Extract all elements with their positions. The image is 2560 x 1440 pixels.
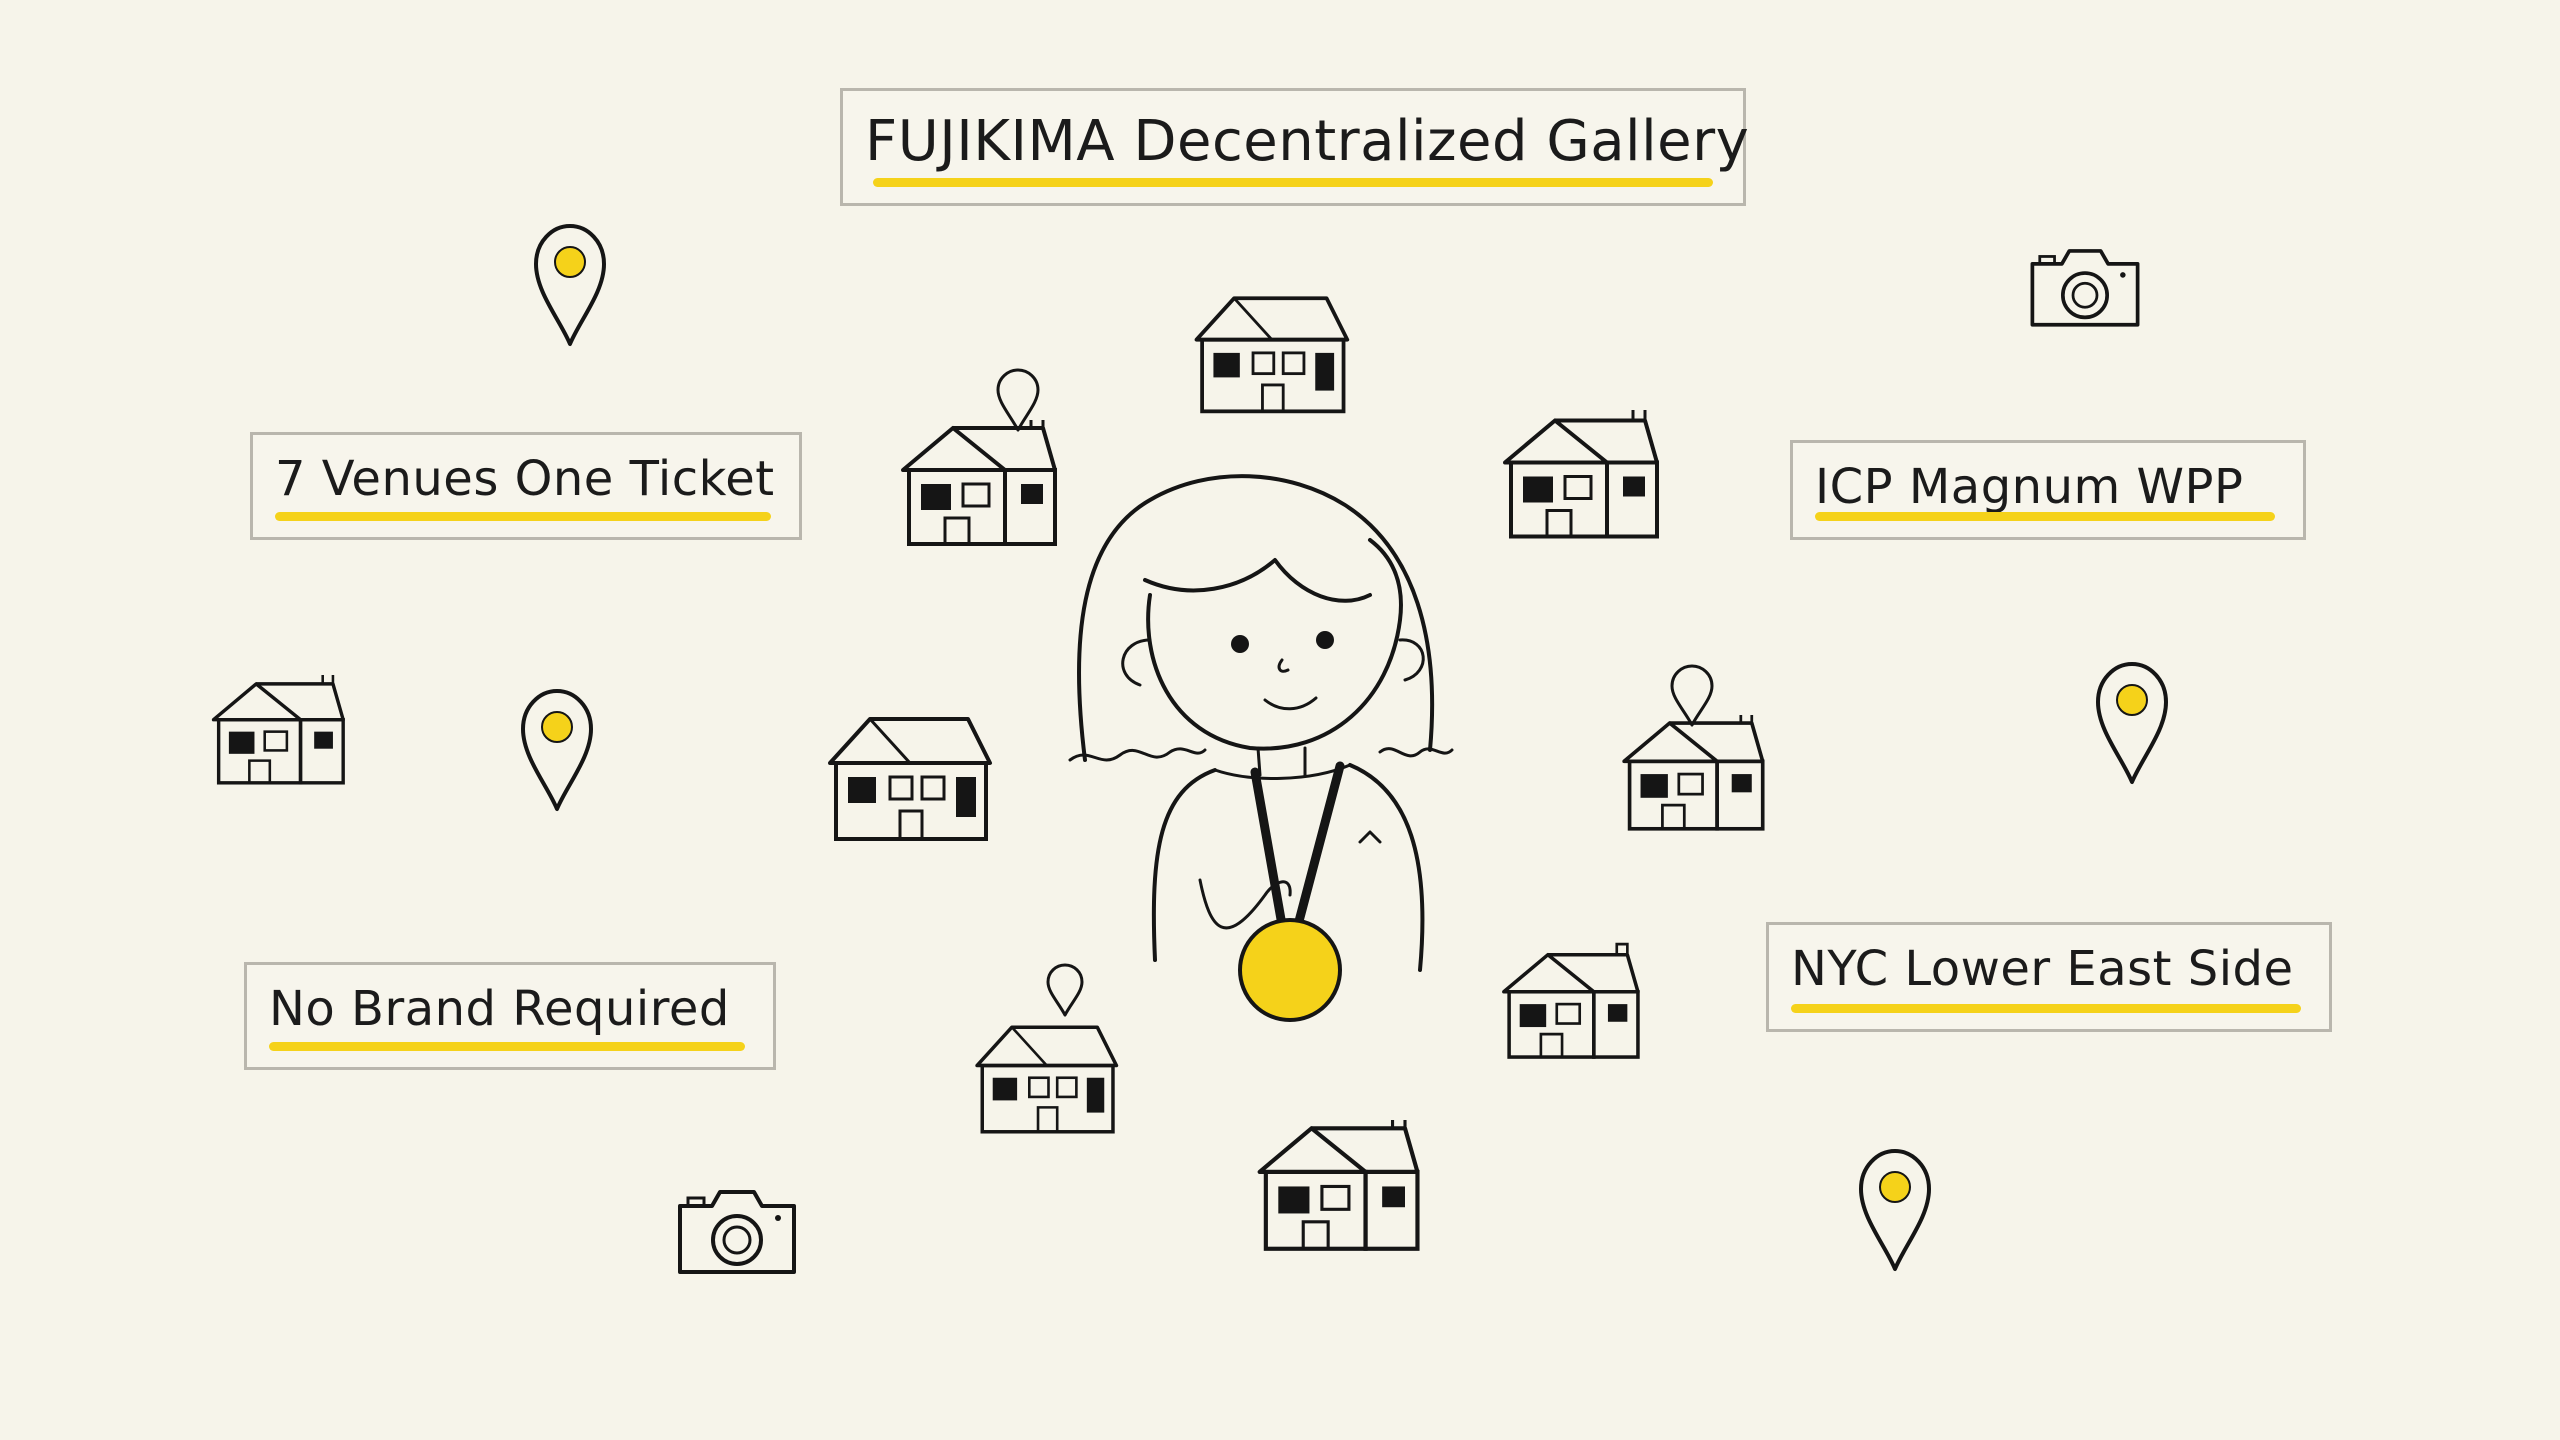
house-icon — [1260, 1116, 1418, 1249]
map-pin-icon — [2096, 662, 2168, 784]
gold-medal-icon — [1238, 918, 1342, 1022]
location-label: NYC Lower East Side — [1791, 941, 2294, 997]
house-icon — [830, 719, 990, 839]
girl-with-medal-illustration — [1068, 474, 1454, 972]
location-highlight — [1791, 1004, 2301, 1013]
map-pin-icon — [521, 689, 593, 811]
venues-highlight — [275, 512, 771, 521]
title-box: FUJIKIMA Decentralized Gallery — [840, 88, 1750, 206]
venues-label-box: 7 Venues One Ticket — [250, 432, 802, 540]
brand-label-box: No Brand Required — [244, 962, 776, 1070]
partners-highlight — [1815, 512, 2275, 521]
title-highlight — [873, 178, 1713, 187]
house-icon — [1505, 409, 1657, 537]
partners-label-box: ICP Magnum WPP — [1790, 440, 2306, 540]
location-label-box: NYC Lower East Side — [1766, 922, 2332, 1032]
brand-label: No Brand Required — [269, 981, 730, 1037]
map-pin-icon — [1670, 664, 1714, 727]
map-pin-icon — [1859, 1149, 1931, 1271]
map-pin-icon — [1046, 963, 1084, 1017]
venues-label: 7 Venues One Ticket — [275, 451, 775, 507]
house-icon — [1194, 296, 1350, 414]
partners-label: ICP Magnum WPP — [1815, 459, 2244, 515]
map-pin-icon — [534, 224, 606, 346]
house-icon — [975, 1025, 1119, 1134]
house-icon — [903, 416, 1055, 544]
house-icon — [1622, 715, 1765, 831]
camera-icon — [2030, 249, 2140, 327]
page-title: FUJIKIMA Decentralized Gallery — [865, 109, 1750, 174]
camera-icon — [678, 1190, 796, 1274]
map-pin-icon — [996, 368, 1040, 432]
house-icon — [211, 675, 345, 785]
house-icon — [1504, 944, 1638, 1057]
brand-highlight — [269, 1042, 745, 1051]
